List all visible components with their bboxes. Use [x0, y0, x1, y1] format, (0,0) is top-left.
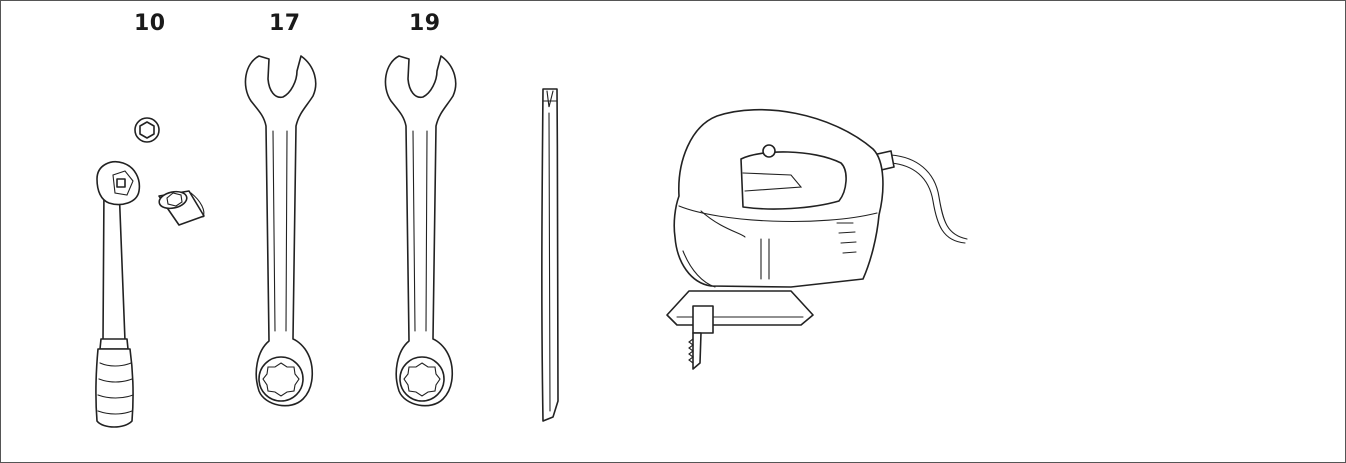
- trim-removal-tool-icon: [541, 88, 559, 422]
- socket-wrench-icon: [95, 117, 205, 428]
- socket-icon: [158, 190, 205, 226]
- jigsaw-icon: [666, 108, 968, 370]
- wrench-17-size-label: 17: [269, 11, 301, 36]
- hex-nut-icon: [134, 117, 160, 143]
- combination-wrench-17-icon: [244, 55, 317, 407]
- socket-wrench-size-label: 10: [134, 11, 166, 36]
- combination-wrench-19-icon: [384, 55, 457, 407]
- wrench-19-size-label: 19: [409, 11, 441, 36]
